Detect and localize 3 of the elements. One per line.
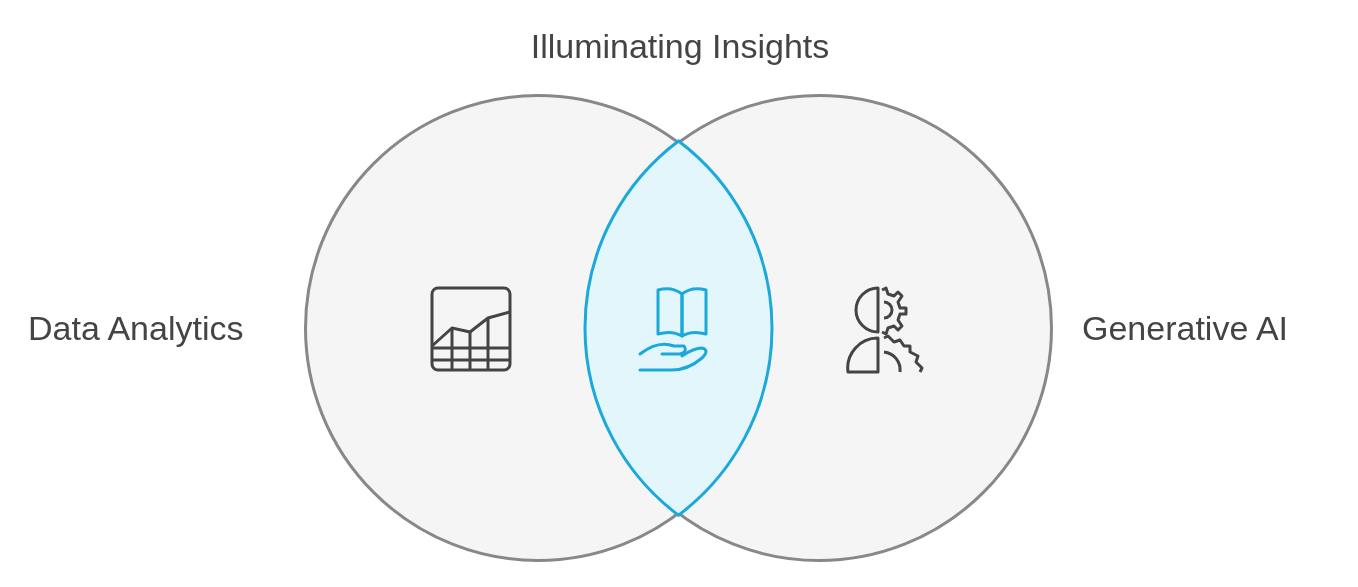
circle-label: Generative AI <box>1082 308 1288 348</box>
intersection-label: Illuminating Insights <box>530 26 830 66</box>
circle-label: Data Analytics <box>28 308 244 348</box>
